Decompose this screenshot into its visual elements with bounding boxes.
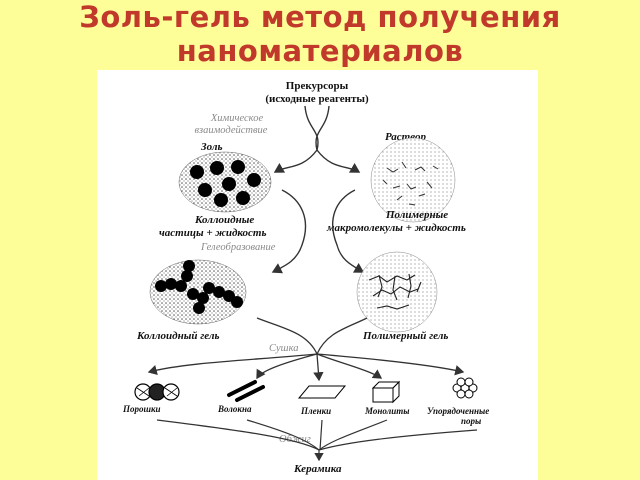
polymer-gel-network xyxy=(368,273,422,310)
films-icon xyxy=(297,385,347,399)
ordered-pores-sublabel: поры xyxy=(461,416,481,426)
fibers-icon xyxy=(227,380,265,402)
firing-label: Обжиг xyxy=(279,434,311,445)
drying-arrows xyxy=(147,317,465,382)
diagram-panel: Прекурсоры (исходные реагенты) Химическо… xyxy=(97,70,538,480)
chemical-interaction-label: Химическое xyxy=(210,113,264,124)
ordered-pores-label: Упорядоченные xyxy=(427,406,489,416)
polymer-molecules-sublabel: макромолекулы + жидкость xyxy=(326,222,466,234)
slide-title: Золь-гель метод получения наноматериалов xyxy=(0,0,640,68)
colloid-particles-sublabel: частицы + жидкость xyxy=(159,227,267,239)
solution-molecules xyxy=(382,161,439,206)
chemical-interaction-sublabel: взаимодействие xyxy=(195,125,268,136)
precursors-label: Прекурсоры xyxy=(286,80,349,92)
monoliths-label: Монолиты xyxy=(364,406,410,416)
colloid-particles-label: Коллоидные xyxy=(194,214,254,226)
split-arrow-1 xyxy=(273,105,361,173)
colloid-gel-label: Коллоидный гель xyxy=(136,330,220,342)
monoliths-icon xyxy=(371,380,401,404)
merge-arrow-gelation xyxy=(271,189,365,274)
drying-label: Сушка xyxy=(269,343,299,354)
slide-title-line-1: Золь-гель метод получения xyxy=(79,0,561,34)
polymer-gel-circle xyxy=(356,251,438,333)
precursors-sublabel: (исходные реагенты) xyxy=(265,93,369,105)
slide-title-line-2: наноматериалов xyxy=(176,34,464,68)
fibers-label: Волокна xyxy=(217,404,252,414)
solution-circle xyxy=(370,137,456,223)
sol-gel-diagram: Прекурсоры (исходные реагенты) Химическо… xyxy=(122,80,489,475)
colloid-gel-network xyxy=(155,260,243,314)
gelation-label: Гелеобразование xyxy=(200,242,276,253)
powders-icon xyxy=(134,383,180,401)
sol-particles xyxy=(190,160,261,207)
polymer-molecules-label: Полимерные xyxy=(385,209,448,221)
ordered-pores-icon xyxy=(452,377,478,399)
powders-label: Порошки xyxy=(122,404,161,414)
sol-label: Золь xyxy=(200,141,223,153)
ceramics-label: Керамика xyxy=(293,463,342,475)
firing-arrows xyxy=(156,419,478,462)
films-label: Пленки xyxy=(300,406,331,416)
polymer-gel-label: Полимерный гель xyxy=(362,330,448,342)
